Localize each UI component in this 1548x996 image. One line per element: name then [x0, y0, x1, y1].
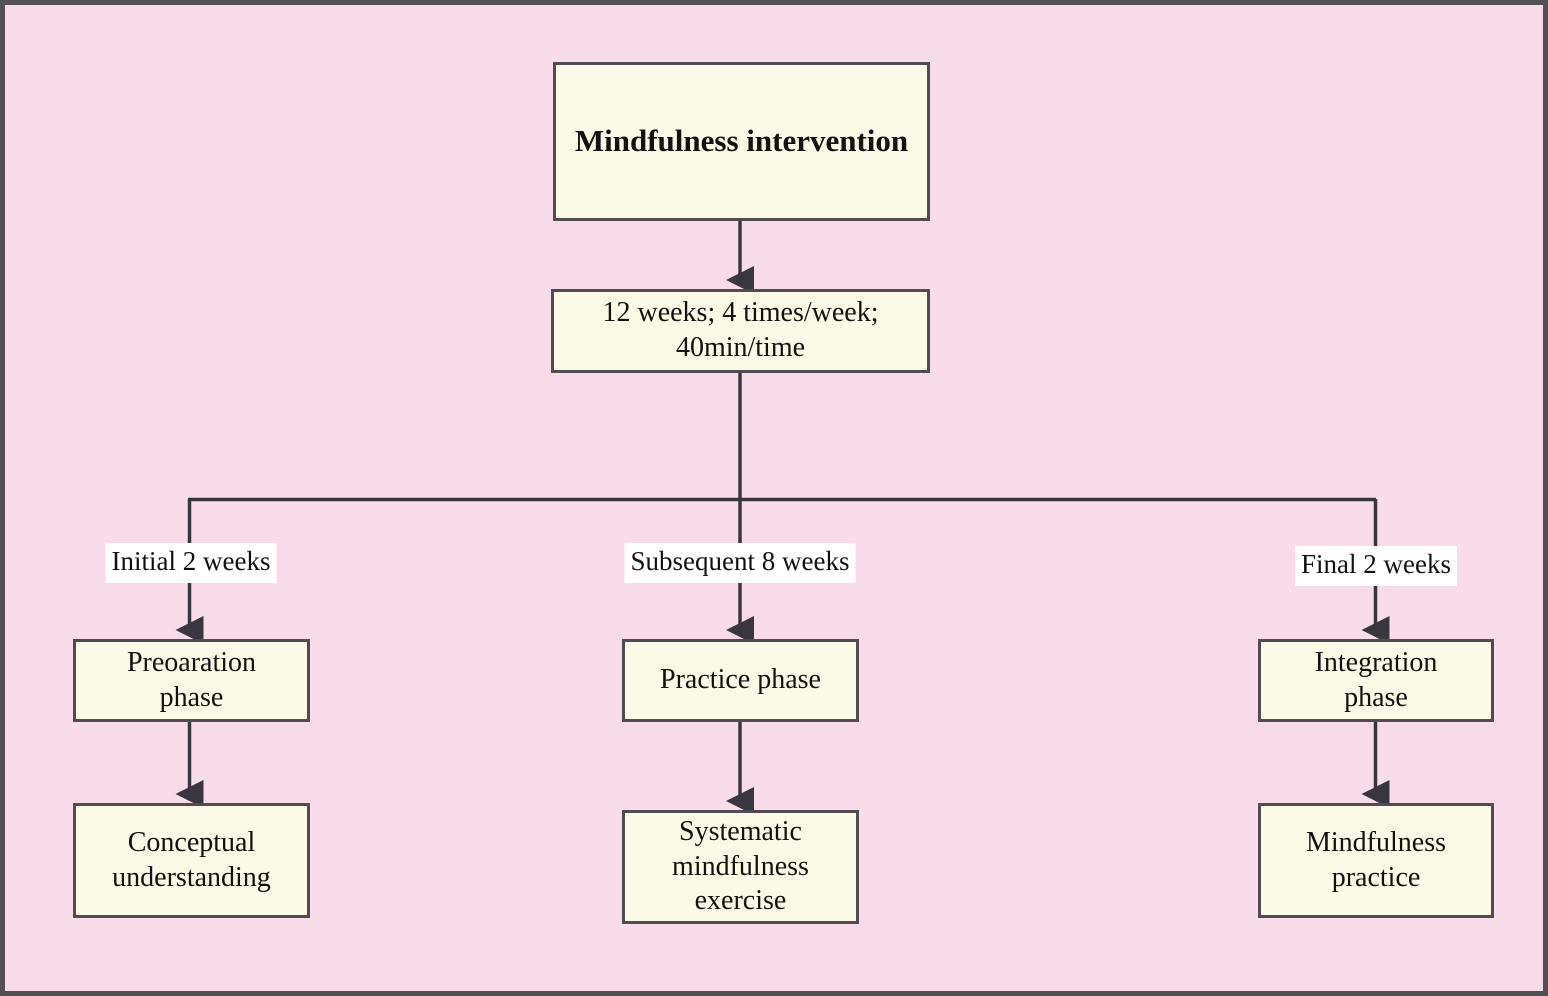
node-dosage[interactable]: 12 weeks; 4 times/week; 40min/time — [551, 289, 930, 373]
node-integration-phase[interactable]: Integration phase — [1258, 639, 1494, 722]
node-mindfulness-intervention[interactable]: Mindfulness intervention — [553, 62, 930, 221]
node-mindfulness-practice[interactable]: Mindfulness practice — [1258, 803, 1494, 918]
node-conceptual-understanding[interactable]: Conceptual understanding — [73, 803, 310, 918]
node-preparation-phase[interactable]: Preoaration phase — [73, 639, 310, 722]
node-practice-phase[interactable]: Practice phase — [622, 639, 859, 722]
node-systematic-mindfulness-exercise[interactable]: Systematic mindfulness exercise — [622, 810, 859, 924]
edge-label-subsequent-8-weeks: Subsequent 8 weeks — [624, 543, 856, 583]
edge-label-initial-2-weeks: Initial 2 weeks — [105, 543, 277, 583]
edge-label-final-2-weeks: Final 2 weeks — [1295, 546, 1457, 586]
